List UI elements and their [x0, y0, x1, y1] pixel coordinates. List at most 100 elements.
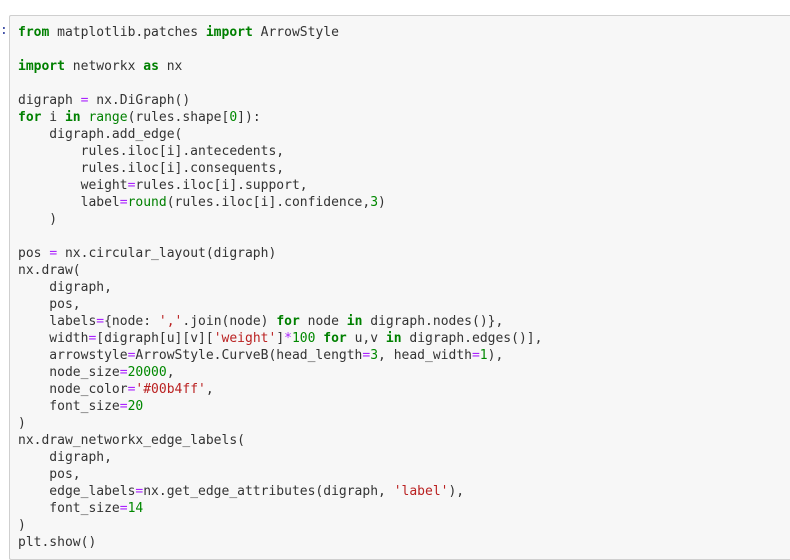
code-token-name: digraph.edges()], — [401, 331, 543, 346]
code-token-operator: * — [284, 331, 292, 346]
code-token-operator: = — [49, 246, 58, 261]
code-token-name: ), — [448, 484, 465, 499]
code-token-name: font_size — [18, 399, 120, 414]
code-token-operator: = — [127, 348, 136, 363]
code-token-builtin: range — [88, 110, 128, 125]
code-cell[interactable]: from matplotlib.patches import ArrowStyl… — [9, 15, 790, 560]
code-token-string: '#00b4ff' — [135, 382, 206, 397]
code-line: font_size=20 — [18, 398, 542, 415]
code-token-name: , head_width — [378, 348, 472, 363]
code-token-number: 14 — [127, 501, 144, 516]
code-token-name: rules.iloc[i].consequents, — [18, 161, 285, 176]
code-token-name: digraph.nodes()}, — [362, 314, 504, 329]
code-line — [18, 228, 542, 245]
code-token-name: (rules.shape[ — [127, 110, 230, 125]
code-token-operator: = — [80, 93, 89, 108]
code-token-keyword: in — [346, 314, 363, 329]
code-token-name: weight — [18, 178, 128, 193]
code-token-name: label — [18, 195, 120, 210]
code-token-keyword: from — [18, 25, 50, 40]
code-token-name: pos, — [18, 467, 81, 482]
code-token-name: digraph — [18, 93, 81, 108]
code-line — [18, 75, 542, 92]
code-line: digraph, — [18, 449, 542, 466]
code-line: for i in range(rules.shape[0]): — [18, 109, 542, 126]
code-token-name: , — [166, 365, 175, 380]
code-token-name: , — [205, 382, 214, 397]
code-line: weight=rules.iloc[i].support, — [18, 177, 542, 194]
code-token-name: ) — [378, 195, 386, 210]
code-token-operator: = — [127, 178, 136, 193]
code-token-name: digraph, — [18, 280, 112, 295]
code-token-operator: = — [471, 348, 480, 363]
code-token-operator: = — [88, 331, 97, 346]
code-token-name: pos — [18, 246, 50, 261]
code-token-name: (rules.iloc[i].confidence, — [166, 195, 371, 210]
code-token-name: [digraph[u][v][ — [96, 331, 214, 346]
code-token-number: 3 — [370, 195, 379, 210]
code-line: ) — [18, 415, 542, 432]
code-line: digraph = nx.DiGraph() — [18, 92, 542, 109]
code-token-operator: = — [119, 365, 128, 380]
code-token-name: node_size — [18, 365, 120, 380]
code-token-number: 20 — [127, 399, 144, 414]
code-token-name: u,v — [346, 331, 386, 346]
code-token-keyword: in — [385, 331, 402, 346]
code-line: width=[digraph[u][v]['weight']*100 for u… — [18, 330, 542, 347]
code-token-name: ]): — [237, 110, 261, 125]
code-token-name: ) — [18, 212, 58, 227]
code-token-operator: = — [119, 195, 128, 210]
code-token-number: 3 — [370, 348, 379, 363]
code-token-name: rules.iloc[i].support, — [135, 178, 308, 193]
code-token-name: networkx — [64, 59, 144, 74]
code-line: labels={node: ','.join(node) for node in… — [18, 313, 542, 330]
code-line: ) — [18, 517, 542, 534]
code-token-name: ArrowStyle — [252, 25, 339, 40]
code-token-name: arrowstyle — [18, 348, 128, 363]
code-token-name: nx.draw_networkx_edge_labels( — [18, 433, 245, 448]
code-token-name: rules.iloc[i].antecedents, — [18, 144, 285, 159]
code-line: ) — [18, 211, 542, 228]
code-token-string: 'label' — [393, 484, 449, 499]
code-token-operator: = — [96, 314, 105, 329]
code-line: digraph, — [18, 279, 542, 296]
code-line: plt.show() — [18, 534, 542, 551]
code-token-name: labels — [18, 314, 97, 329]
code-token-name: font_size — [18, 501, 120, 516]
code-token-operator: = — [135, 484, 144, 499]
code-line: node_color='#00b4ff', — [18, 381, 542, 398]
code-token-keyword: as — [143, 59, 159, 74]
code-editor[interactable]: from matplotlib.patches import ArrowStyl… — [18, 24, 542, 551]
code-token-name: pos, — [18, 297, 81, 312]
code-line: rules.iloc[i].antecedents, — [18, 143, 542, 160]
code-token-name: ) — [18, 416, 26, 431]
code-token-name: matplotlib.patches — [49, 25, 206, 40]
code-line: digraph.add_edge( — [18, 126, 542, 143]
code-line: label=round(rules.iloc[i].confidence,3) — [18, 194, 542, 211]
code-token-name: node — [299, 314, 347, 329]
code-token-keyword: for — [323, 331, 347, 346]
code-token-keyword: in — [64, 110, 81, 125]
code-token-name: nx.get_edge_attributes(digraph, — [143, 484, 394, 499]
code-line: font_size=14 — [18, 500, 542, 517]
code-line: edge_labels=nx.get_edge_attributes(digra… — [18, 483, 542, 500]
code-line: pos, — [18, 466, 542, 483]
code-token-keyword: import — [18, 59, 65, 74]
code-token-builtin: round — [127, 195, 167, 210]
code-token-name: width — [18, 331, 89, 346]
code-token-name: node_color — [18, 382, 128, 397]
code-token-name: digraph.add_edge( — [18, 127, 183, 142]
code-token-operator: = — [127, 382, 136, 397]
code-token-name: nx — [158, 59, 183, 74]
code-token-number: 100 — [291, 331, 316, 346]
code-token-keyword: import — [205, 25, 253, 40]
code-token-number: 0 — [229, 110, 238, 125]
code-token-operator: = — [362, 348, 371, 363]
code-line: arrowstyle=ArrowStyle.CurveB(head_length… — [18, 347, 542, 364]
code-line: rules.iloc[i].consequents, — [18, 160, 542, 177]
code-token-operator: = — [119, 399, 128, 414]
code-token-name: ), — [487, 348, 504, 363]
code-token-string: 'weight' — [213, 331, 277, 346]
code-token-name: plt.show() — [18, 535, 97, 550]
code-token-operator: = — [119, 501, 128, 516]
